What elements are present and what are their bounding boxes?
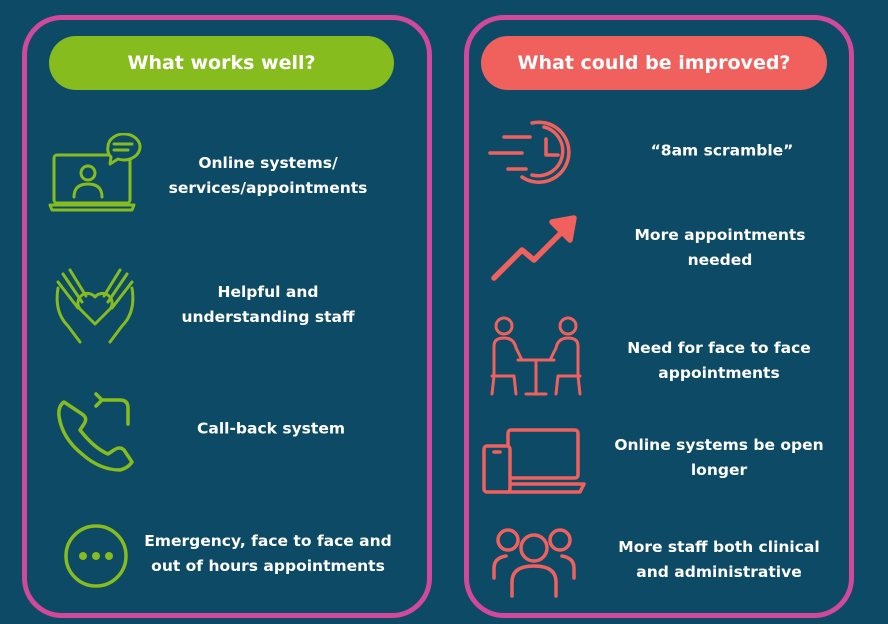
could-improve-heading: What could be improved? [481, 36, 827, 90]
improve-item-3-line2: appointments [658, 364, 780, 382]
works-well-panel [22, 15, 432, 618]
works-item-3: Call-back system [197, 417, 345, 442]
devices-icon [480, 426, 588, 496]
fast-clock-icon [486, 117, 586, 189]
works-item-1: Online systems/ services/appointments [169, 151, 368, 201]
improve-item-2: More appointments needed [634, 223, 805, 273]
face-to-face-meeting-icon [488, 316, 584, 398]
works-item-4: Emergency, face to face and out of hours… [144, 529, 392, 579]
improve-item-1: “8am scramble” [651, 139, 794, 164]
works-item-3-line1: Call-back system [197, 419, 345, 438]
works-well-heading: What works well? [49, 36, 394, 90]
works-item-2-line1: Helpful and [217, 283, 319, 301]
works-item-4-line1: Emergency, face to face and [144, 532, 392, 550]
improve-item-4: Online systems be open longer [614, 433, 823, 483]
improve-item-5-line1: More staff both clinical [618, 538, 820, 556]
improve-item-5: More staff both clinical and administrat… [618, 535, 819, 585]
phone-callback-icon [54, 392, 140, 474]
group-people-icon [490, 524, 578, 598]
rising-arrow-icon [488, 214, 582, 284]
works-item-4-line2: out of hours appointments [151, 557, 385, 575]
works-item-1-line2: services/appointments [168, 179, 368, 197]
ellipsis-circle-icon [62, 522, 130, 590]
improve-item-4-line2: longer [690, 461, 748, 479]
improve-item-4-line1: Online systems be open [614, 436, 824, 454]
improve-item-3: Need for face to face appointments [627, 336, 811, 386]
hands-heart-icon [50, 262, 140, 344]
works-item-2-line2: understanding staff [181, 308, 355, 326]
improve-item-2-line2: needed [687, 251, 753, 269]
works-item-1-line1: Online systems/ [198, 154, 338, 172]
works-item-2: Helpful and understanding staff [181, 280, 354, 330]
online-consultation-laptop-icon [48, 133, 146, 213]
could-improve-panel [464, 15, 854, 618]
improve-item-5-line2: and administrative [636, 563, 802, 581]
improve-item-1-line1: “8am scramble” [650, 141, 794, 160]
improve-item-3-line1: Need for face to face [627, 339, 811, 357]
improve-item-2-line1: More appointments [634, 226, 806, 244]
